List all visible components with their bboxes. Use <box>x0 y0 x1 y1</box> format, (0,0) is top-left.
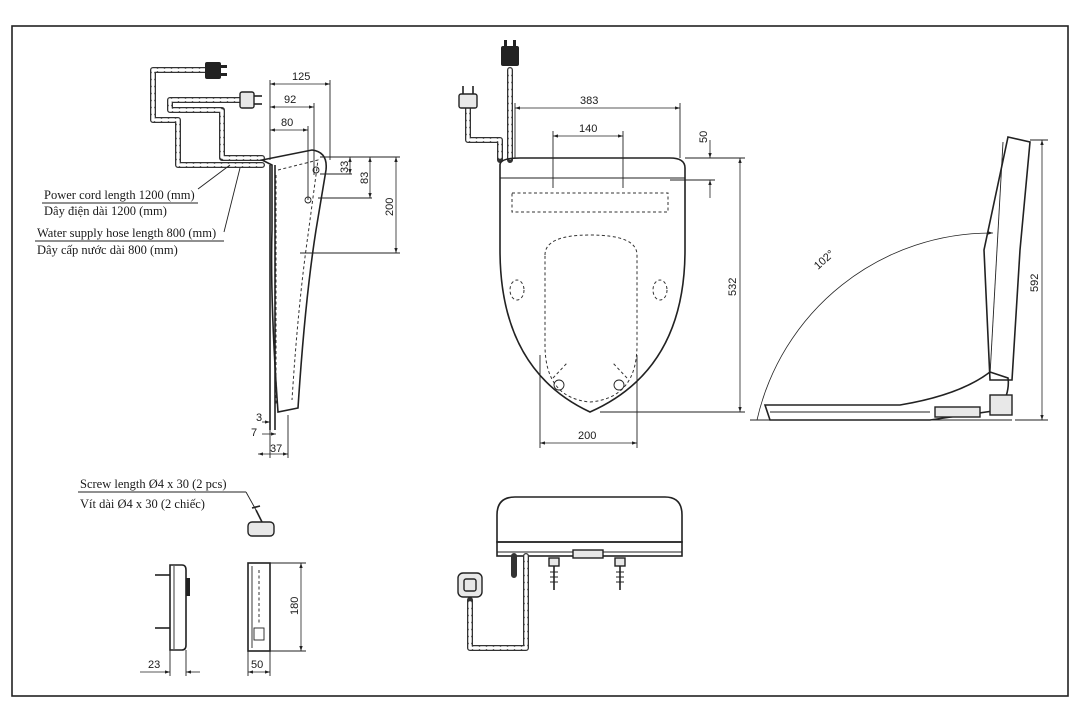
dim-top-50: 50 <box>698 131 710 143</box>
note-water-hose-en: Water supply hose length 800 (mm) <box>37 226 216 240</box>
dim-bracket-50: 50 <box>251 659 263 671</box>
dim-side-92: 92 <box>284 94 296 106</box>
power-plug-icon <box>205 62 227 79</box>
dim-side-7: 7 <box>251 427 257 439</box>
cable-notes: Power cord length 1200 (mm) Dây điện dài… <box>35 188 224 257</box>
note-screw-vi: Vít dài Ø4 x 30 (2 chiếc) <box>80 497 205 511</box>
screw-icon <box>247 505 275 537</box>
bracket-side: 23 <box>140 564 200 676</box>
mounting-bolt-icon <box>548 557 560 590</box>
dim-side-80: 80 <box>281 117 293 129</box>
profile-view: 102° 592 <box>750 136 1048 421</box>
dim-top-200: 200 <box>578 430 596 442</box>
dim-top-383: 383 <box>580 95 598 107</box>
dim-side-200: 200 <box>384 198 396 216</box>
top-view: 383 140 50 532 200 <box>458 40 745 448</box>
note-screw-en: Screw length Ø4 x 30 (2 pcs) <box>80 477 227 491</box>
drawing-frame <box>11 25 1069 697</box>
power-plug-icon <box>501 40 519 66</box>
dim-side-83: 83 <box>359 172 371 184</box>
dim-side-125: 125 <box>292 71 310 83</box>
mounting-bolt-icon <box>614 557 626 590</box>
dim-side-3: 3 <box>256 412 262 424</box>
note-water-hose-vi: Dây cấp nước dài 800 (mm) <box>37 243 178 257</box>
water-valve-icon <box>457 572 483 598</box>
note-power-cord-en: Power cord length 1200 (mm) <box>44 188 195 202</box>
dim-side-33: 33 <box>339 161 351 173</box>
dim-profile-592: 592 <box>1029 274 1041 292</box>
front-view <box>457 496 683 651</box>
screw-detail: Screw length Ø4 x 30 (2 pcs) Vít dài Ø4 … <box>78 477 275 537</box>
dim-bracket-23: 23 <box>148 659 160 671</box>
note-power-cord-vi: Dây điện dài 1200 (mm) <box>44 204 167 218</box>
dim-profile-angle: 102° <box>812 248 837 272</box>
bracket-front: 180 50 <box>247 562 306 676</box>
dim-top-532: 532 <box>727 278 739 296</box>
dim-bracket-180: 180 <box>289 597 301 615</box>
water-valve-icon <box>458 86 478 109</box>
dim-top-140: 140 <box>579 123 597 135</box>
dim-side-37: 37 <box>270 443 282 455</box>
water-valve-icon <box>239 91 262 109</box>
side-view: 125 92 80 33 83 200 3 7 37 <box>150 62 400 458</box>
